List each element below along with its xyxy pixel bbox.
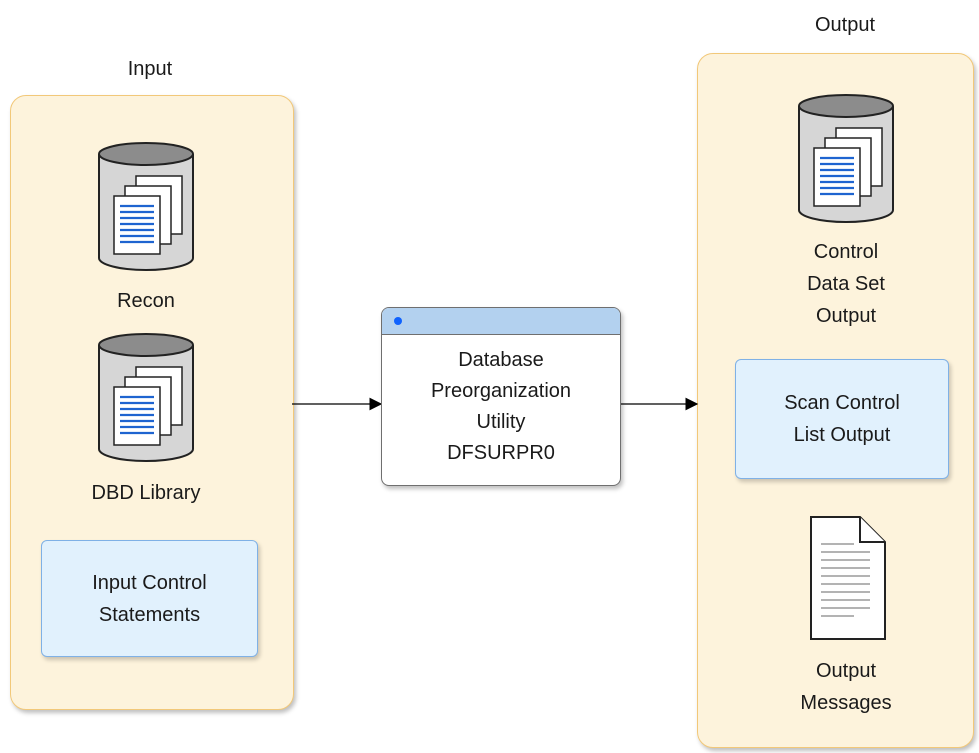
control-data-set-output-label: Control Data Set Output (807, 241, 885, 327)
database-documents-icon (98, 333, 194, 462)
input-control-statements-label: Input Control Statements (92, 571, 207, 626)
process-window: Database Preorganization Utility DFSURPR… (381, 307, 621, 486)
output-messages-label: Output Messages (800, 660, 892, 714)
recon-label: Recon (117, 290, 175, 312)
window-dot-icon (394, 317, 402, 325)
database-documents-icon (798, 94, 894, 223)
output-group-title: Output (814, 14, 876, 36)
document-icon (810, 516, 886, 640)
input-control-statements-note: Input Control Statements (41, 540, 258, 657)
input-group-title: Input (127, 58, 173, 80)
scan-control-list-output-note: Scan Control List Output (735, 359, 949, 479)
process-label: Database Preorganization Utility DFSURPR… (430, 349, 572, 464)
scan-control-list-output-label: Scan Control List Output (784, 392, 900, 446)
window-title-bar (382, 308, 620, 335)
database-documents-icon (98, 142, 194, 271)
dbd-library-label: DBD Library (91, 482, 201, 504)
